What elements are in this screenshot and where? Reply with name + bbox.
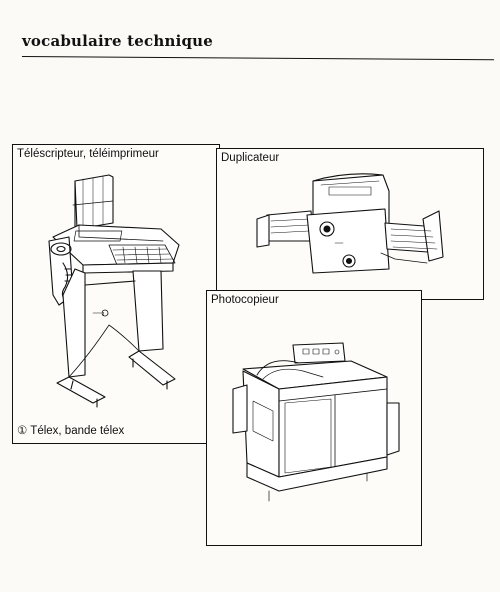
teleprinter-illustration: 1 xyxy=(48,174,180,408)
photocopier-label: Photocopieur xyxy=(211,294,279,306)
duplicator-label: Duplicateur xyxy=(221,152,280,164)
panel-duplicator: Duplicateur xyxy=(216,148,484,300)
svg-text:1: 1 xyxy=(102,312,105,318)
telex-caption: ① Télex, bande télex xyxy=(17,425,125,437)
teleprinter-label: Téléscripteur, téléimprimeur xyxy=(17,148,159,160)
duplicator-illustration xyxy=(256,173,444,274)
page-title: vocabulaire technique xyxy=(22,32,214,50)
photocopier-illustration xyxy=(232,342,400,502)
title-rule xyxy=(21,56,494,61)
panel-teletype: 1 Téléscripteur, téléimprimeur ① Télex, … xyxy=(12,144,220,444)
panel-photocopier: Photocopieur xyxy=(206,290,422,546)
